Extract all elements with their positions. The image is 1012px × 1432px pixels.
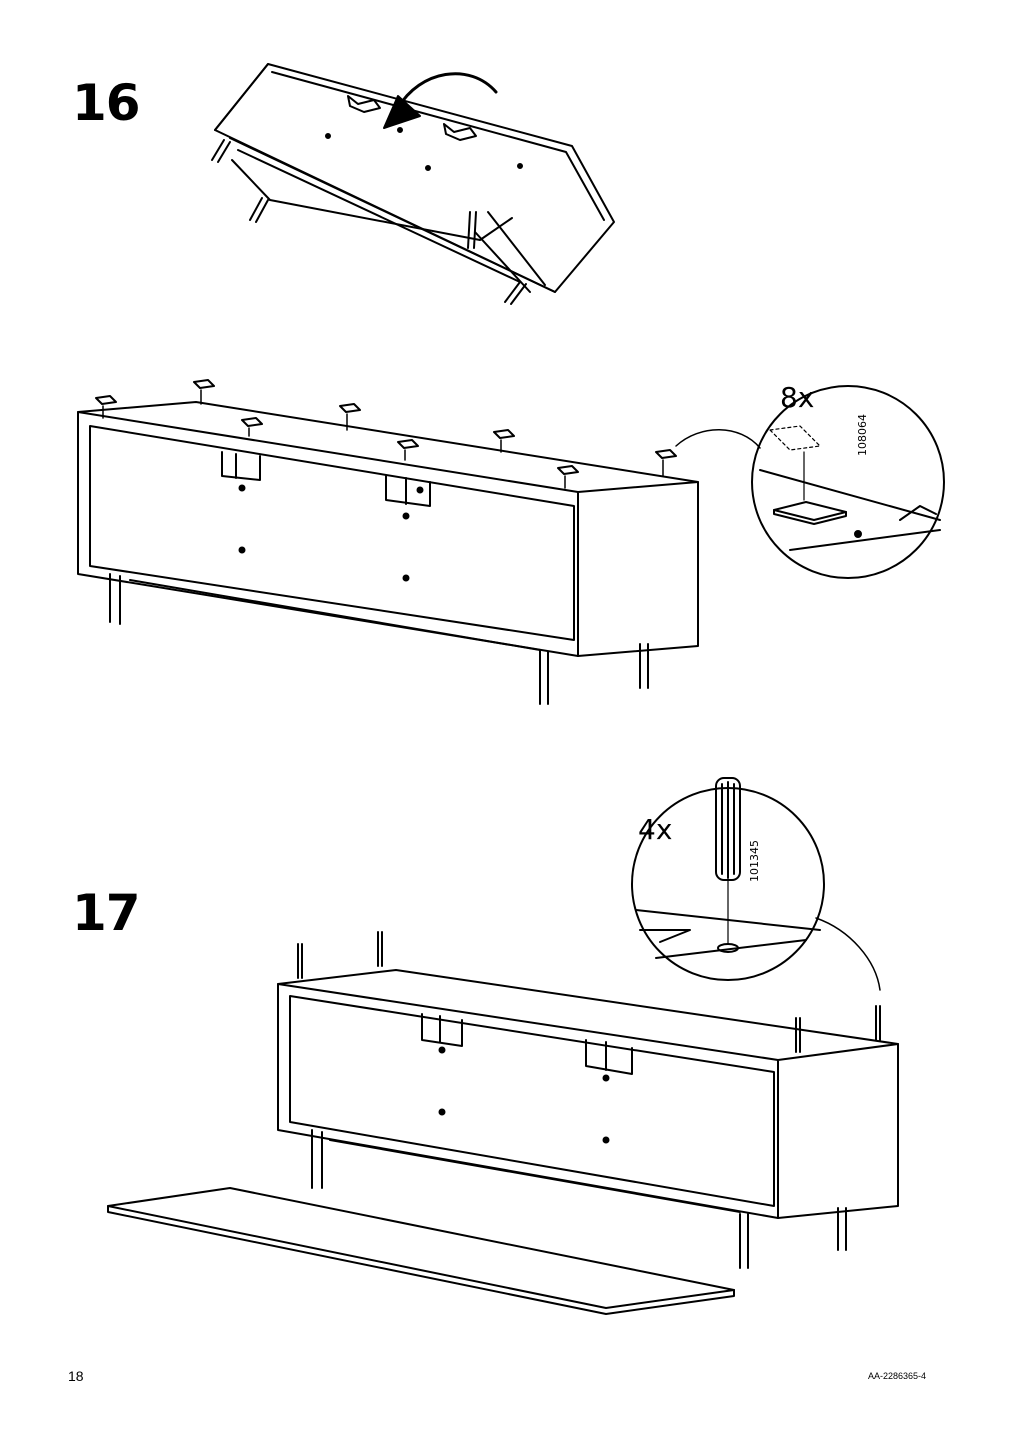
flipped-cabinet-illustration bbox=[211, 63, 615, 305]
cabinet-with-pads-illustration bbox=[77, 379, 699, 705]
pad-quantity-label: 8x bbox=[780, 381, 815, 414]
cabinet-with-top-panel-illustration bbox=[107, 931, 899, 1315]
dowel-part-number: 101345 bbox=[748, 840, 761, 882]
felt-pad-detail-callout bbox=[675, 385, 945, 579]
pad-part-number: 108064 bbox=[856, 414, 869, 456]
step-number-17: 17 bbox=[72, 884, 141, 942]
step-number-16: 16 bbox=[72, 74, 141, 132]
dowel-detail-callout bbox=[631, 777, 881, 991]
document-code: AA-2286365-4 bbox=[868, 1371, 927, 1381]
dowel-quantity-label: 4x bbox=[638, 813, 673, 846]
page-number: 18 bbox=[68, 1368, 84, 1384]
